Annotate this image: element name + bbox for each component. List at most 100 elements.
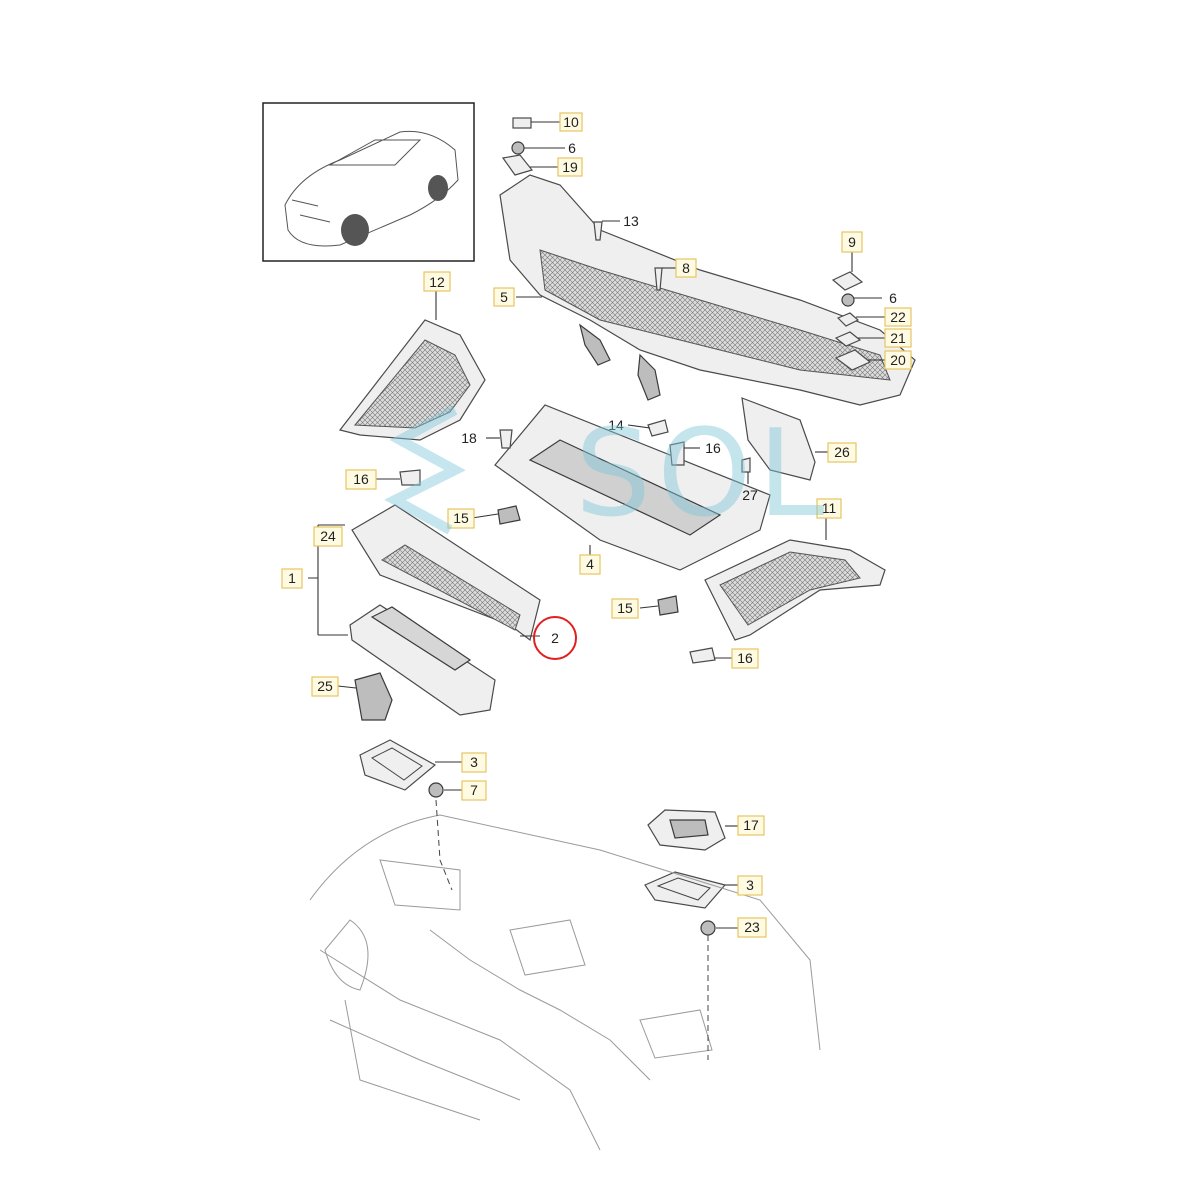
callout-11: 11 bbox=[816, 498, 842, 519]
bolt-18 bbox=[499, 429, 513, 449]
svg-text:19: 19 bbox=[562, 159, 578, 175]
svg-text:22: 22 bbox=[890, 309, 906, 325]
svg-text:8: 8 bbox=[682, 260, 690, 276]
bracket-plate bbox=[741, 397, 816, 481]
car-thumbnail bbox=[262, 102, 475, 262]
svg-text:16: 16 bbox=[737, 650, 753, 666]
callout-13: 13 bbox=[623, 213, 639, 229]
svg-text:9: 9 bbox=[848, 234, 856, 250]
fastener-23 bbox=[700, 920, 716, 936]
fastener-22 bbox=[836, 312, 860, 327]
callout-17: 17 bbox=[737, 815, 765, 836]
callout-7: 7 bbox=[461, 780, 487, 801]
clip-14 bbox=[647, 419, 669, 437]
callout-12: 12 bbox=[423, 271, 451, 292]
center-tray-panel bbox=[494, 404, 771, 571]
callout-10: 10 bbox=[559, 112, 583, 132]
callout-20: 20 bbox=[884, 350, 912, 370]
svg-text:7: 7 bbox=[470, 782, 478, 798]
fastener-10 bbox=[512, 117, 532, 129]
callout-16-left: 16 bbox=[345, 469, 377, 490]
svg-text:14: 14 bbox=[608, 417, 624, 433]
svg-text:2: 2 bbox=[551, 630, 559, 646]
alignment-lines bbox=[435, 799, 709, 1060]
vehicle-body-outline bbox=[309, 814, 821, 1151]
clip-16c bbox=[689, 647, 716, 664]
callout-26: 26 bbox=[827, 442, 857, 463]
callout-18: 18 bbox=[461, 430, 477, 446]
callout-labels: 10 6 19 13 8 9 6 22 21 20 5 12 14 18 16 … bbox=[281, 112, 912, 938]
fastener-20 bbox=[834, 349, 872, 371]
svg-text:15: 15 bbox=[453, 510, 469, 526]
callout-24: 24 bbox=[313, 526, 343, 547]
svg-text:6: 6 bbox=[568, 140, 576, 156]
clip-16a bbox=[399, 469, 421, 486]
callout-3-right: 3 bbox=[737, 875, 763, 896]
svg-text:26: 26 bbox=[834, 444, 850, 460]
svg-text:24: 24 bbox=[320, 528, 336, 544]
group-bracket-1 bbox=[308, 524, 348, 636]
highlight-circle bbox=[533, 616, 577, 660]
svg-text:23: 23 bbox=[744, 919, 760, 935]
svg-text:21: 21 bbox=[890, 330, 906, 346]
fastener-6b bbox=[841, 293, 855, 307]
svg-text:16: 16 bbox=[705, 440, 721, 456]
clip-15b bbox=[657, 595, 679, 616]
svg-text:15: 15 bbox=[617, 600, 633, 616]
callout-9: 9 bbox=[841, 231, 863, 253]
callout-2: 2 bbox=[551, 630, 559, 646]
fastener-6a bbox=[511, 141, 525, 155]
svg-text:12: 12 bbox=[429, 274, 445, 290]
callout-15-left: 15 bbox=[447, 508, 475, 529]
svg-text:1: 1 bbox=[288, 570, 296, 586]
callout-1: 1 bbox=[281, 568, 303, 589]
fastener-7 bbox=[428, 782, 444, 798]
fastener-9 bbox=[831, 271, 864, 291]
leader-lines bbox=[337, 121, 885, 929]
cover-17 bbox=[647, 809, 726, 851]
svg-text:SOL: SOL bbox=[575, 405, 830, 544]
svg-text:18: 18 bbox=[461, 430, 477, 446]
svg-text:25: 25 bbox=[317, 678, 333, 694]
fasteners bbox=[399, 117, 872, 936]
callout-19: 19 bbox=[557, 157, 583, 177]
clip-25 bbox=[354, 672, 393, 721]
svg-text:20: 20 bbox=[890, 352, 906, 368]
bolt-16b bbox=[669, 441, 685, 466]
screw-13 bbox=[593, 221, 603, 241]
callout-6: 6 bbox=[568, 140, 576, 156]
svg-text:17: 17 bbox=[743, 817, 759, 833]
callout-25: 25 bbox=[311, 676, 339, 697]
cowl-panel bbox=[499, 174, 916, 406]
filter-housing-assembly bbox=[349, 504, 541, 716]
svg-text:6: 6 bbox=[889, 290, 897, 306]
bolt-8 bbox=[654, 267, 663, 291]
svg-text:3: 3 bbox=[746, 877, 754, 893]
svg-text:11: 11 bbox=[822, 500, 837, 516]
callout-8: 8 bbox=[675, 258, 697, 278]
left-mesh-cover bbox=[338, 319, 486, 441]
callout-22: 22 bbox=[884, 307, 912, 327]
seal-frame-right bbox=[644, 871, 727, 909]
callout-14: 14 bbox=[608, 417, 624, 433]
watermark: SOL bbox=[384, 405, 830, 544]
clip-27 bbox=[741, 457, 751, 473]
clip-15a bbox=[497, 505, 521, 525]
callout-6-right: 6 bbox=[889, 290, 897, 306]
callout-16-center: 16 bbox=[705, 440, 721, 456]
seal-frame-left bbox=[359, 739, 437, 791]
svg-text:16: 16 bbox=[353, 471, 369, 487]
callout-27: 27 bbox=[742, 487, 758, 503]
svg-text:5: 5 bbox=[500, 289, 508, 305]
callout-5: 5 bbox=[493, 287, 515, 307]
callout-4: 4 bbox=[579, 554, 601, 575]
right-mesh-cover bbox=[704, 539, 886, 641]
callout-3-left: 3 bbox=[461, 752, 487, 773]
svg-text:3: 3 bbox=[470, 754, 478, 770]
callout-21: 21 bbox=[884, 328, 912, 348]
fastener-21 bbox=[834, 331, 862, 347]
callout-23: 23 bbox=[737, 917, 767, 938]
callout-16-right: 16 bbox=[731, 648, 759, 669]
svg-text:13: 13 bbox=[623, 213, 639, 229]
